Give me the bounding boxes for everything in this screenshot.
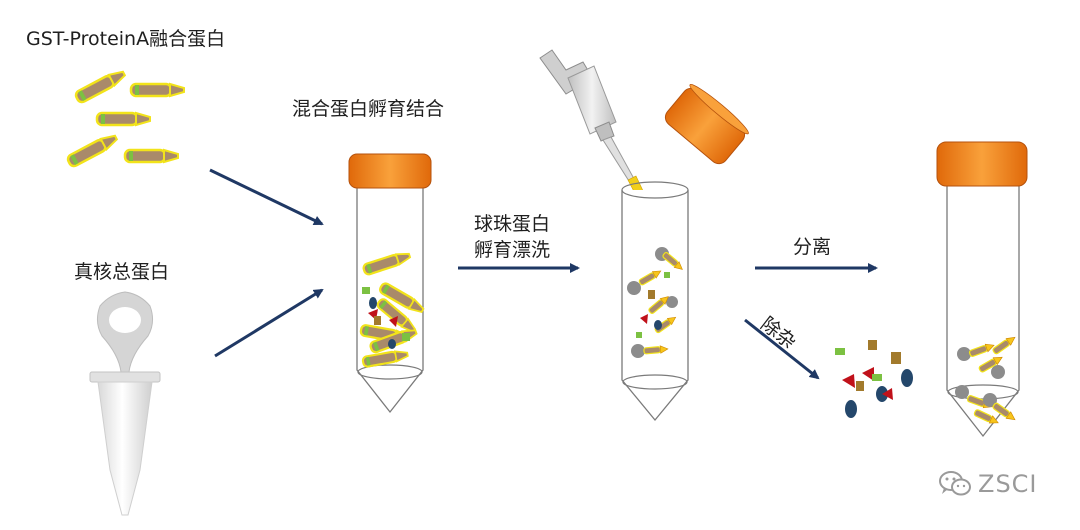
- tube-cap: [936, 141, 1028, 187]
- label-bead-incubation-line1: 球珠蛋白: [474, 213, 551, 235]
- watermark: ZSCI: [938, 470, 1038, 498]
- eppendorf-tube: [89, 291, 161, 516]
- label-mixed-incubation: 混合蛋白孵育结合: [292, 98, 445, 120]
- tube-contents: [359, 249, 427, 369]
- tube-final: [936, 141, 1028, 438]
- wechat-icon: [939, 471, 971, 496]
- tube-beads: [621, 181, 689, 422]
- gst-fusion-proteins: [65, 67, 186, 170]
- loose-cap: [664, 84, 749, 165]
- label-gst-fusion-protein: GST-ProteinA融合蛋白: [26, 28, 226, 50]
- label-nuclear-protein: 真核总蛋白: [74, 261, 170, 283]
- label-separate: 分离: [793, 236, 832, 258]
- watermark-text: ZSCI: [978, 470, 1038, 498]
- impurity-cluster: [835, 340, 913, 418]
- tube-mix: [348, 153, 432, 414]
- arrow-remove-impurities: [744, 318, 820, 380]
- arrow-nuclear-to-mix: [214, 288, 324, 358]
- tube-contents: [955, 333, 1018, 428]
- pipette: [539, 49, 646, 206]
- tube-contents: [627, 247, 686, 358]
- arrow-fusion-to-mix: [209, 168, 324, 226]
- tube-cap: [348, 153, 432, 189]
- label-bead-incubation-line2: 孵育漂洗: [474, 239, 551, 261]
